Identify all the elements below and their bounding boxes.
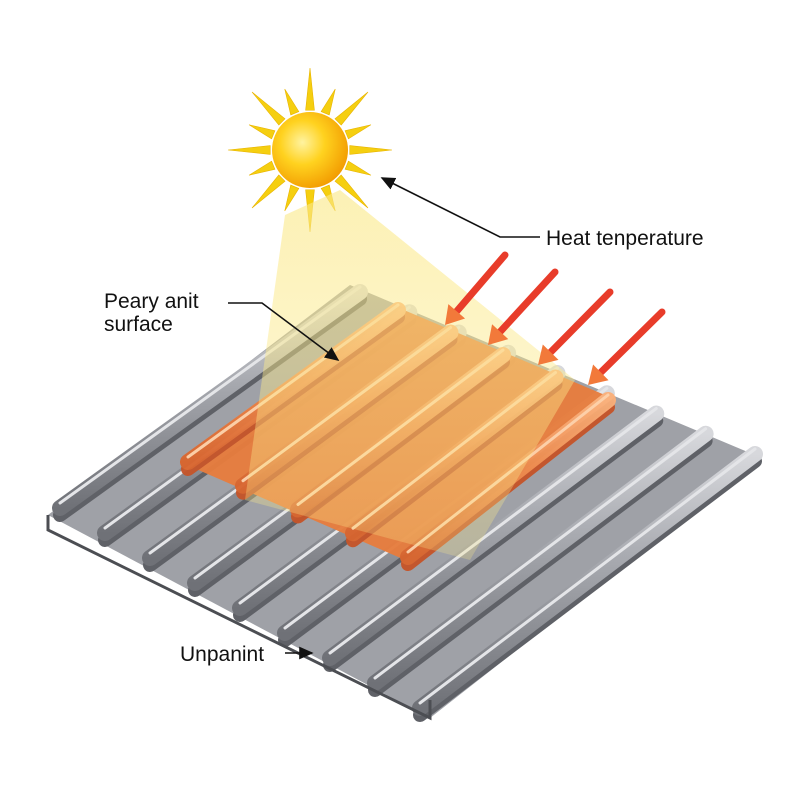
- sun-ray: [344, 160, 372, 176]
- sun-ray: [344, 124, 372, 140]
- sun-ray: [305, 67, 315, 111]
- painted-surface-label: Peary anit surface: [104, 290, 199, 336]
- corrugation-highlight: [418, 447, 757, 705]
- corrugation-highlight: [373, 427, 708, 680]
- sun-ray: [334, 174, 369, 209]
- heat-arrow-icon: [547, 288, 614, 356]
- corrugation-crest: [412, 446, 763, 716]
- painted-surface-label-line2: surface: [104, 313, 173, 336]
- sun-ray: [248, 124, 276, 140]
- heat-arrow-icon: [496, 268, 559, 336]
- heat-arrow-head: [488, 324, 509, 345]
- pointer-arrows: [228, 177, 540, 660]
- light-beam: [245, 190, 575, 560]
- corrugation-crest: [322, 405, 665, 666]
- sun-ray: [248, 160, 276, 176]
- sun-ray: [251, 91, 286, 126]
- sun-ray: [320, 88, 336, 116]
- sun-ray: [284, 88, 300, 116]
- heat-arrow-icon: [597, 308, 666, 376]
- sun-ray: [349, 145, 393, 155]
- painted-surface-label-line1: Peary anit: [104, 290, 199, 313]
- pointer-arrow-icon: [380, 177, 540, 238]
- sun-ray: [251, 174, 286, 209]
- unpainted-label: Unpanint: [180, 643, 265, 666]
- heat-arrow-head: [538, 344, 559, 365]
- heat-arrow-icon: [453, 251, 509, 315]
- heat-arrows: [445, 251, 666, 385]
- sun-ray: [227, 145, 271, 155]
- heat-arrow-head: [445, 304, 466, 325]
- pointer-arrow-icon: [228, 302, 340, 361]
- sun-ray: [334, 91, 369, 126]
- heat-arrow-head: [588, 364, 609, 385]
- heat-temperature-label: Heat tenperature: [546, 227, 704, 250]
- corrugation-highlight: [328, 407, 658, 655]
- sun-icon: [227, 67, 393, 233]
- corrugation-crest: [367, 425, 714, 691]
- sun-ray: [284, 184, 300, 212]
- sheet-edge: [46, 515, 432, 721]
